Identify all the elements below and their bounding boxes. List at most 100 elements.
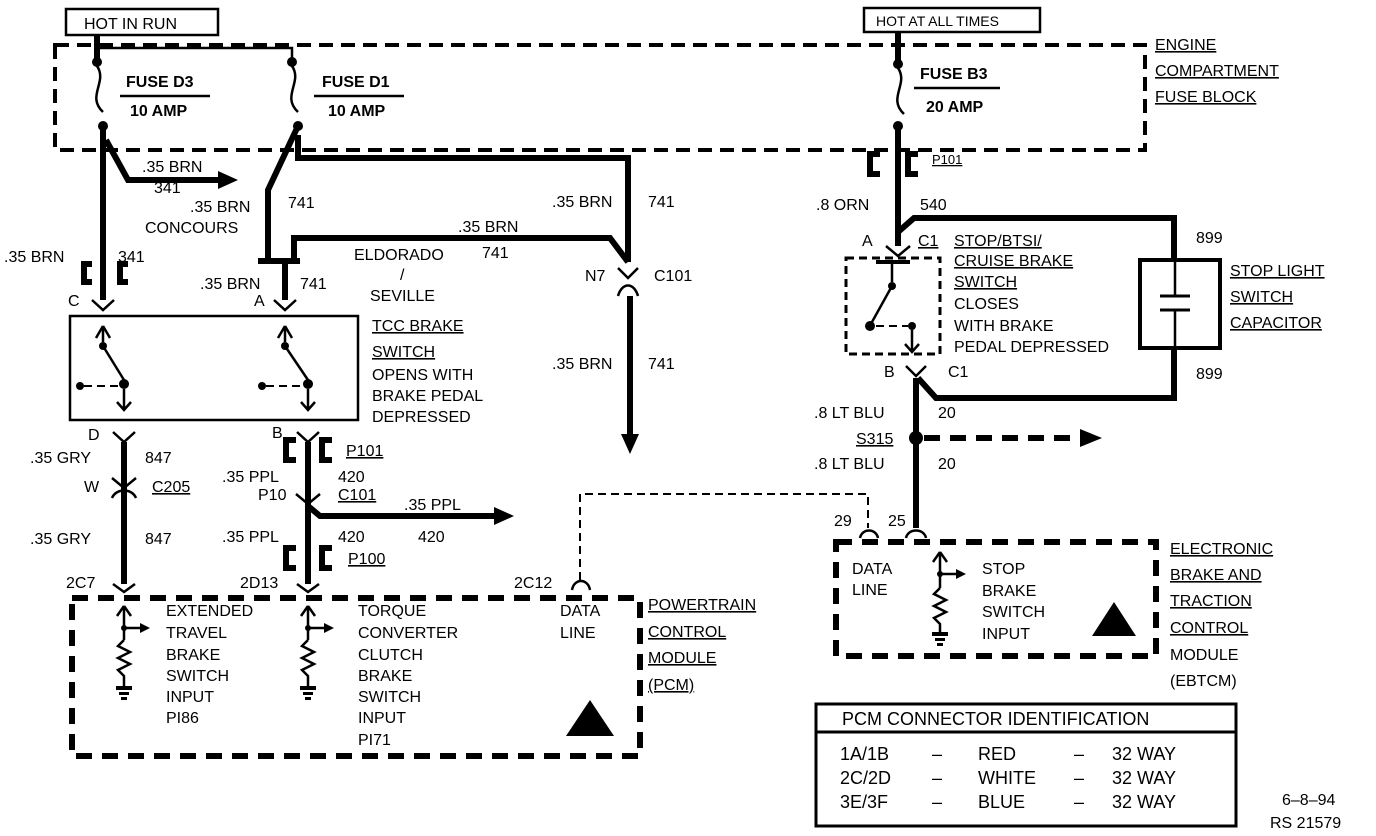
pin-c-connector (91, 299, 115, 312)
pin-2c12-connector (570, 579, 592, 591)
c101-bottom-label: C101 (338, 487, 376, 504)
ebtcm-in-l1: STOP (982, 561, 1025, 578)
fuse-block-title-3: FUSE BLOCK (1155, 89, 1257, 106)
c-899-top: 899 (1196, 230, 1223, 247)
ebtcm-in-l2: BRAKE (982, 583, 1036, 600)
hot-at-all-times-label: HOT AT ALL TIMES (876, 13, 999, 29)
footer-date: 6–8–94 (1282, 792, 1335, 809)
c101-n7-connector (616, 267, 640, 297)
pcm-table-row1-size: 32 WAY (1112, 744, 1176, 764)
ebtcm-border (833, 539, 1159, 659)
w-35ppl-2: .35 PPL (222, 529, 279, 546)
w-label: W (84, 479, 100, 496)
pin-b-stop-connector (905, 365, 927, 378)
fuse-d1-name: FUSE D1 (322, 74, 390, 91)
ebtcm-name-l3: TRACTION (1170, 593, 1252, 610)
c-20-2: 20 (938, 456, 956, 473)
pcm-in1-l1: EXTENDED (166, 603, 253, 620)
wire-741-main (295, 135, 631, 262)
pcm-name-l1: POWERTRAIN (648, 597, 756, 614)
stop-switch-line4: CLOSES (954, 296, 1019, 313)
fuse-d3-rating: 10 AMP (130, 103, 188, 120)
capacitor-line2: SWITCH (1230, 289, 1293, 306)
wire-341-arrow (218, 171, 238, 189)
pcm-table-row2-color: WHITE (978, 768, 1036, 788)
p101-right-bracket (867, 151, 918, 177)
pcm-table-row3-color: BLUE (978, 792, 1025, 812)
stop-switch-line3: SWITCH (954, 274, 1017, 291)
pin-d-label: D (88, 427, 100, 444)
esd-icon-pcm (566, 700, 614, 736)
pcm-table-row3-pins: 3E/3F (840, 792, 888, 812)
fuse-d1-rating: 10 AMP (328, 103, 386, 120)
tcc-switch-line4: BRAKE PEDAL (372, 388, 483, 405)
pcm-name-l4: (PCM) (648, 677, 694, 694)
wire-s315-arrow (1080, 429, 1102, 447)
splice-s315 (909, 431, 923, 445)
p101-left-bracket (283, 437, 332, 463)
pcm-table-row3-dash2: – (1074, 792, 1084, 812)
pcm-input-2-symbol (299, 605, 334, 700)
c-741-a: 741 (288, 195, 315, 212)
pin-c-label: C (68, 293, 80, 310)
c101-top-label: C101 (654, 268, 692, 285)
c-847-2: 847 (145, 531, 172, 548)
c101-bottom-connector (295, 493, 321, 506)
fuse-b3-name: FUSE B3 (920, 66, 988, 83)
pcm-in2-l1: TORQUE (358, 603, 426, 620)
capacitor-line3: CAPACITOR (1230, 315, 1322, 332)
tcc-switch-line5: DEPRESSED (372, 409, 471, 426)
stop-light-capacitor-box (1138, 258, 1222, 350)
pin-b-label: B (272, 425, 283, 442)
tcc-switch-contact-left (76, 325, 132, 412)
pcm-border (69, 595, 643, 759)
pin-b-connector (296, 431, 320, 444)
w-8orn: .8 ORN (816, 197, 869, 214)
pcm-table-row3-size: 32 WAY (1112, 792, 1176, 812)
pcm-in1-l6: PI86 (166, 710, 199, 727)
pcm-in1-l5: INPUT (166, 689, 214, 706)
pcm-data-l1: DATA (560, 603, 601, 620)
fuse-block-border (53, 43, 1147, 152)
pcm-table-row3-dash1: – (932, 792, 942, 812)
pin-2c7-connector (112, 582, 136, 594)
fuse-d1 (287, 57, 303, 131)
w-35brn-741-low: .35 BRN (552, 356, 612, 373)
stop-switch-line6: PEDAL DEPRESSED (954, 339, 1109, 356)
pcm-name-l3: MODULE (648, 650, 716, 667)
c-420-1: 420 (338, 469, 365, 486)
pcm-input-1-symbol (115, 605, 150, 700)
wire-ppl-branch-arrow (494, 507, 514, 525)
w-35ppl-branch: .35 PPL (404, 497, 461, 514)
tcc-switch-line2: SWITCH (372, 344, 435, 361)
hot-in-run-box (64, 7, 220, 37)
wire-741-down-arrow (621, 434, 639, 454)
concours-label: CONCOURS (145, 220, 238, 237)
footer-ref: RS 21579 (1270, 815, 1341, 832)
c-420-2: 420 (338, 529, 365, 546)
pin-25-connector (904, 529, 928, 539)
wire-741-concours (265, 124, 301, 258)
ebtcm-input-symbol (931, 551, 966, 646)
pin-2d13-label: 2D13 (240, 575, 278, 592)
wire-899-loop (896, 215, 1177, 260)
w-35ppl-1: .35 PPL (222, 469, 279, 486)
w-35brn-a: .35 BRN (200, 276, 260, 293)
ebtcm-in-l3: SWITCH (982, 604, 1045, 621)
tcc-brake-switch-box (68, 314, 360, 422)
pin-2c7-label: 2C7 (66, 575, 95, 592)
c-540: 540 (920, 197, 947, 214)
pin-2c12-label: 2C12 (514, 575, 552, 592)
ebtcm-in-l4: INPUT (982, 626, 1030, 643)
pcm-table-border (814, 702, 1238, 828)
ebtcm-name-l1: ELECTRONIC (1170, 541, 1273, 558)
pcm-data-l2: LINE (560, 625, 596, 642)
pcm-table-row2-dash1: – (932, 768, 942, 788)
pin-29-connector (858, 529, 880, 539)
pcm-table-title: PCM CONNECTOR IDENTIFICATION (842, 709, 1149, 729)
c1-bot-label: C1 (948, 364, 969, 381)
slash-label: / (400, 267, 405, 284)
fuse-block-title-2: COMPARTMENT (1155, 63, 1279, 80)
pcm-in2-l6: INPUT (358, 710, 406, 727)
pcm-in2-l2: CONVERTER (358, 625, 458, 642)
